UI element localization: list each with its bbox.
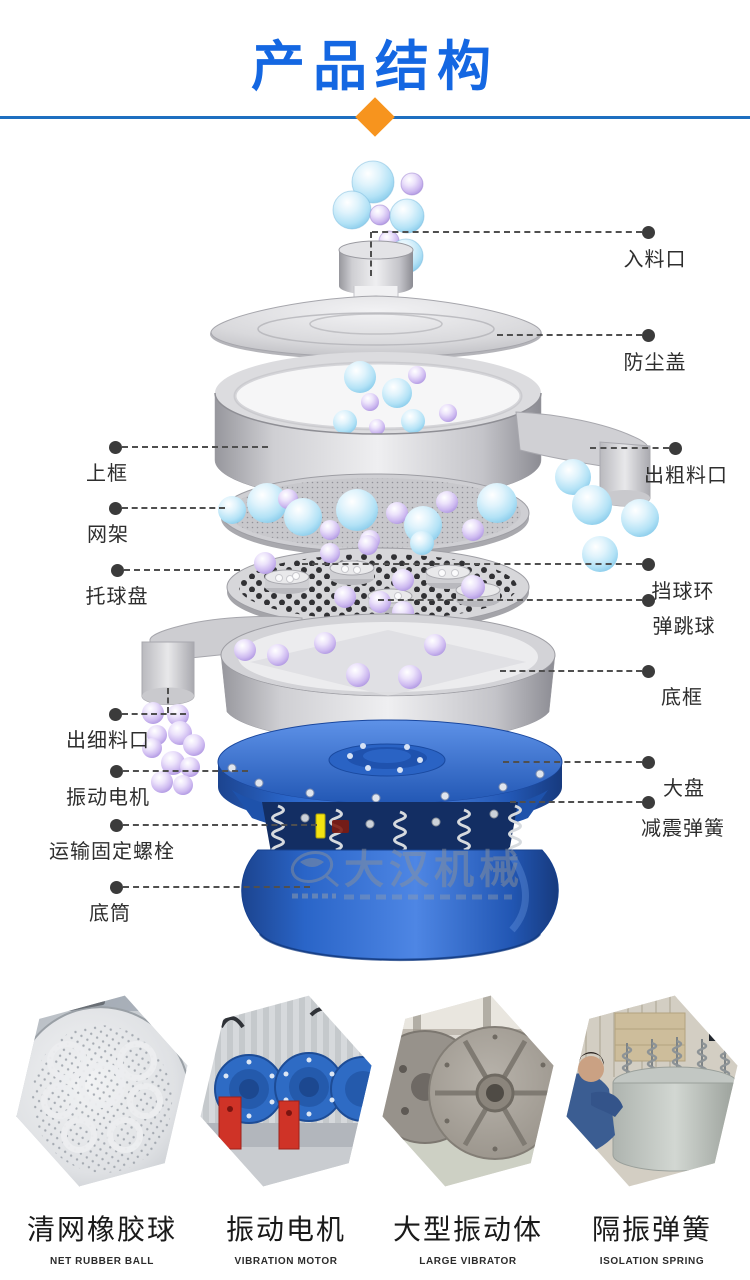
watermark: 大汉机械 — [290, 848, 524, 900]
page-title: 产品结构 — [251, 37, 499, 97]
leader-line — [500, 670, 642, 672]
photo-net-rubber-ball — [16, 995, 188, 1187]
leader-dot — [642, 796, 655, 809]
machine-diagram: 大汉机械 — [141, 160, 659, 962]
label-bottom-frame: 底框 — [661, 687, 703, 709]
leader-dot — [110, 819, 123, 832]
caption-title: 隔振弹簧 — [591, 1214, 712, 1245]
leader-line — [372, 231, 642, 233]
leader-dot — [642, 594, 655, 607]
label-damping-spring: 减震弹簧 — [641, 818, 725, 840]
leader-dot — [109, 502, 122, 515]
label-bottom-barrel: 底筒 — [89, 903, 131, 925]
leader-dot — [110, 765, 123, 778]
leader-line — [122, 713, 186, 715]
leader-line — [122, 507, 225, 509]
leader-dot — [110, 881, 123, 894]
caption-subtitle: LARGE VIBRATOR — [419, 1256, 517, 1267]
leader-line — [167, 688, 169, 713]
falling-balls — [332, 160, 425, 274]
leader-dot — [642, 665, 655, 678]
leader-line — [124, 569, 240, 571]
label-dust-cover: 防尘盖 — [623, 352, 687, 374]
diamond-icon — [355, 97, 395, 137]
leader-line — [123, 824, 317, 826]
caption-vibration-motor: 振动电机 VIBRATION MOTOR — [191, 1208, 381, 1267]
mesh-frame-part — [218, 473, 530, 557]
label-vibration-motor: 振动电机 — [66, 787, 150, 809]
label-inlet: 入料口 — [623, 249, 687, 271]
leader-dot — [642, 756, 655, 769]
leader-line — [122, 446, 268, 448]
leader-line — [497, 334, 642, 336]
leader-dot — [111, 564, 124, 577]
caption-isolation-spring: 隔振弹簧 ISOLATION SPRING — [557, 1208, 747, 1267]
label-mesh-frame: 网架 — [87, 524, 129, 546]
shock-springs — [271, 804, 522, 856]
label-big-plate: 大盘 — [663, 778, 705, 800]
upper-frame-part — [214, 352, 651, 507]
leader-dot — [642, 329, 655, 342]
caption-subtitle: ISOLATION SPRING — [599, 1256, 705, 1267]
photo-large-vibrator — [382, 995, 554, 1187]
label-bounce-ball: 弹跳球 — [652, 616, 716, 638]
leader-dot — [642, 558, 655, 571]
base-assembly — [217, 719, 563, 962]
leader-dot — [109, 708, 122, 721]
leader-line — [503, 761, 642, 763]
label-ball-ring: 挡球环 — [651, 581, 715, 603]
photo-vibration-motor — [200, 995, 372, 1187]
leader-dot — [109, 441, 122, 454]
leader-line — [302, 563, 642, 565]
label-ball-tray: 托球盘 — [85, 586, 149, 608]
caption-title: 大型振动体 — [392, 1214, 543, 1245]
label-fine-outlet: 出细料口 — [66, 730, 150, 752]
leader-dot — [642, 226, 655, 239]
caption-large-vibrator: 大型振动体 LARGE VIBRATOR — [373, 1208, 563, 1267]
watermark-text: 大汉机械 — [344, 848, 524, 892]
leader-line — [590, 447, 669, 449]
caption-subtitle: NET RUBBER BALL — [50, 1256, 154, 1267]
caption-title: 清网橡胶球 — [26, 1214, 177, 1245]
label-coarse-outlet: 出粗料口 — [644, 465, 728, 487]
leader-line — [123, 886, 310, 888]
caption-subtitle: VIBRATION MOTOR — [234, 1256, 338, 1267]
coarse-outlet-balls — [555, 459, 659, 572]
caption-net-rubber-ball: 清网橡胶球 NET RUBBER BALL — [7, 1208, 197, 1267]
transport-bolt-marker — [315, 813, 326, 839]
caption-title: 振动电机 — [225, 1214, 346, 1245]
fine-outlet-balls — [142, 702, 205, 795]
leader-line — [378, 599, 642, 601]
leader-line — [123, 770, 248, 772]
leader-dot — [669, 442, 682, 455]
leader-line — [370, 232, 372, 276]
leader-line — [510, 801, 642, 803]
photo-isolation-spring — [566, 995, 738, 1187]
dust-cover — [210, 295, 542, 360]
label-upper-frame: 上框 — [86, 463, 128, 485]
label-transport-bolt: 运输固定螺栓 — [49, 841, 175, 863]
